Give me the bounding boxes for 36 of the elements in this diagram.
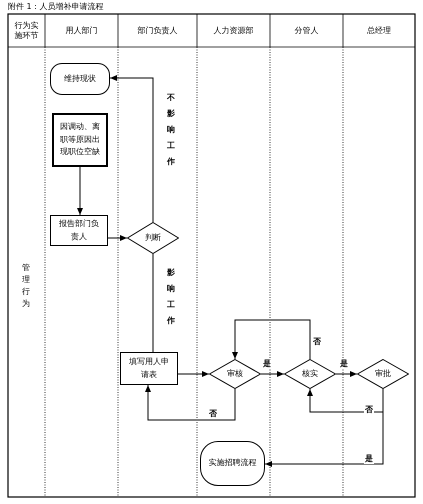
connector-line [152, 254, 154, 352]
edge-label: 影响工作 [166, 267, 176, 327]
arrow [108, 235, 128, 241]
arrow [264, 388, 384, 467]
edge-label: 是 [339, 360, 349, 369]
decision-diamond: 核实 [284, 359, 336, 389]
edge-label: 否 [208, 410, 218, 419]
arrow [110, 75, 154, 222]
column-header: 部门负责人 [136, 24, 178, 37]
column-header: 总经理 [366, 24, 392, 37]
arrow [260, 371, 284, 377]
edge-label: 是 [364, 455, 374, 464]
arrow [145, 384, 236, 420]
arrow [232, 320, 310, 360]
arrow [307, 388, 384, 412]
vertical-label: 管理行为 [21, 262, 31, 310]
terminal-box: 维持现状 [50, 63, 110, 95]
start-box: 因调动、离职等原因出现职位空缺 [52, 113, 108, 167]
decision-diamond: 判断 [127, 222, 179, 254]
terminal-box: 实施招聘流程 [200, 441, 265, 486]
edge-label: 否 [364, 406, 374, 415]
column-header: 行为实施环节 [14, 20, 40, 42]
decision-diamond: 审核 [209, 359, 261, 389]
edge-label: 否 [312, 338, 322, 347]
edge-label: 不影响工作 [166, 92, 176, 168]
column-header: 用人部门 [64, 24, 98, 37]
arrow [77, 166, 83, 216]
title: 附件 1：人员增补申请流程 [8, 2, 104, 12]
arrow [178, 371, 210, 377]
decision-diamond: 审批 [357, 359, 409, 389]
process-box: 填写用人申请表 [120, 352, 178, 385]
arrow [336, 371, 358, 377]
process-box: 报告部门负责人 [50, 215, 108, 246]
column-header: 人力资源部 [212, 24, 254, 37]
edge-label: 是 [262, 360, 272, 369]
column-header: 分管人 [294, 24, 320, 37]
